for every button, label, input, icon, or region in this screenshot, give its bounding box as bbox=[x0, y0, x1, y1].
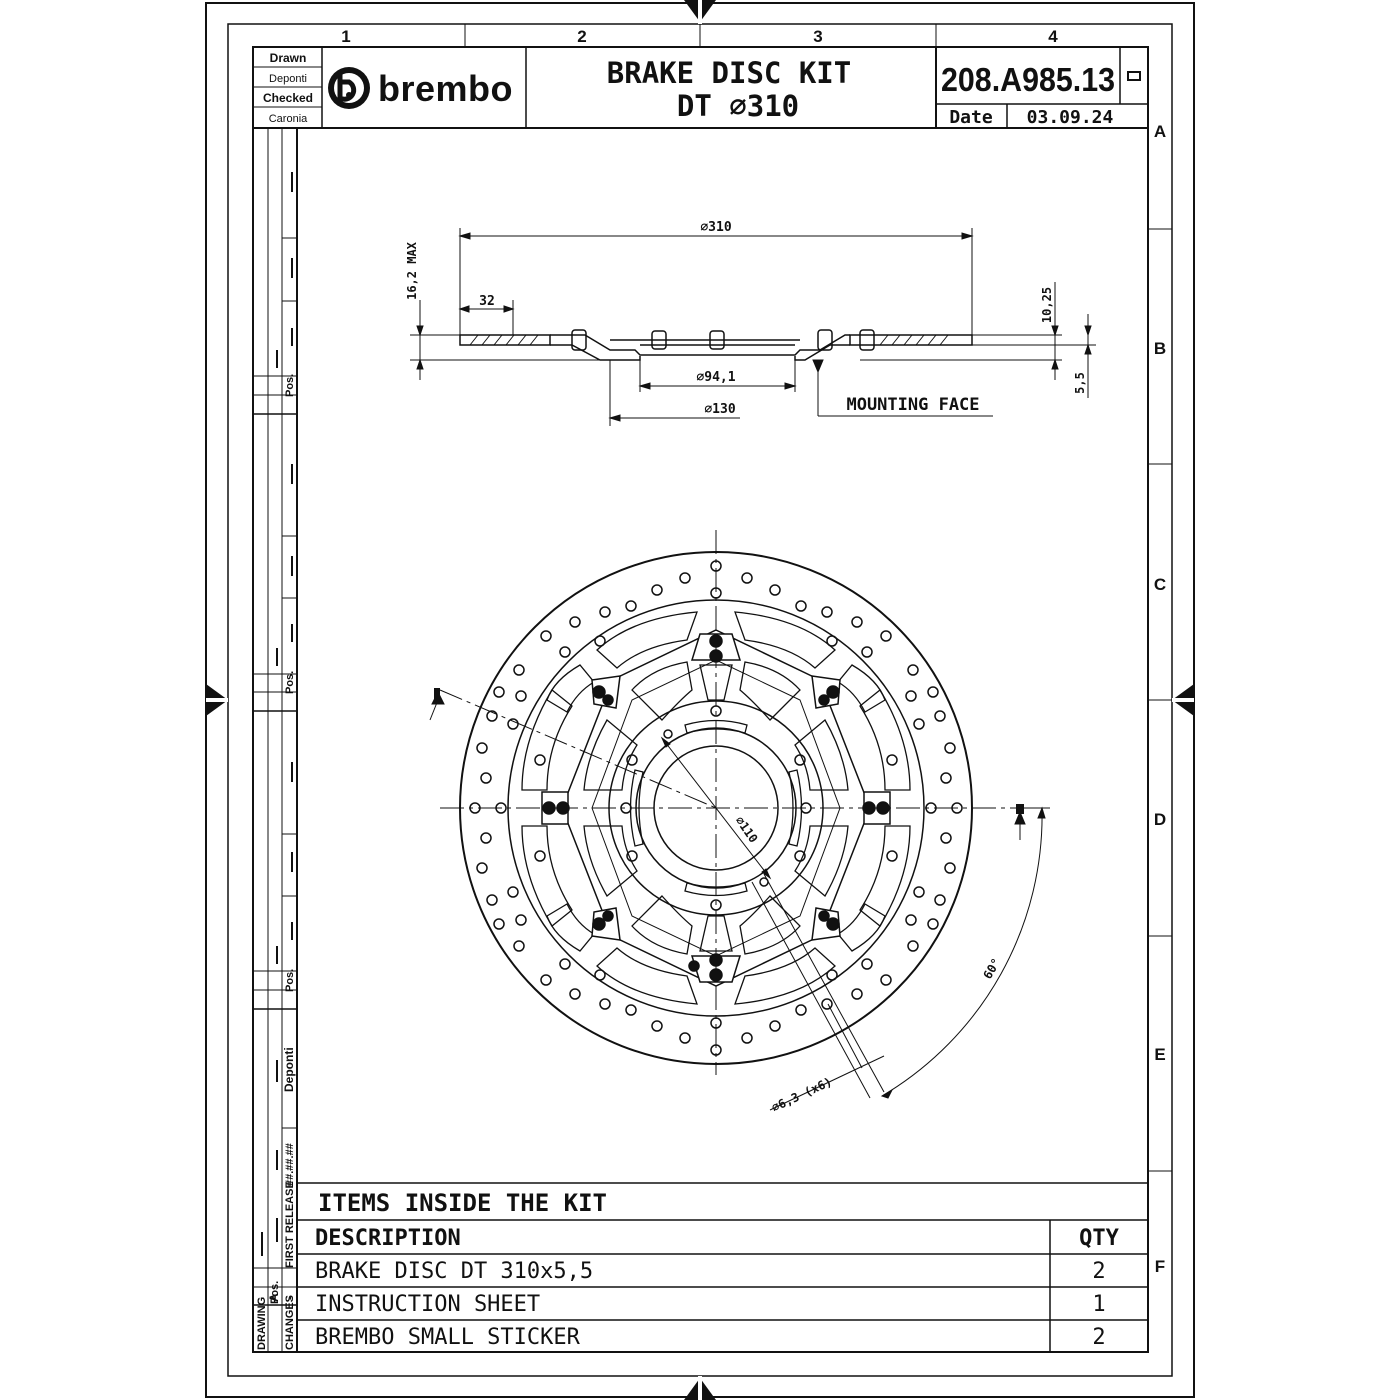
drilling-holes bbox=[469, 560, 963, 1056]
revision-strip bbox=[253, 128, 298, 1352]
title-line-2: DT ∅310 bbox=[677, 89, 799, 123]
zone-col-2: 2 bbox=[577, 27, 586, 46]
drawing-changes-2: CHANGES bbox=[284, 1295, 296, 1350]
strip-dash: - bbox=[284, 1296, 296, 1300]
kit-row-description: BREMBO SMALL STICKER bbox=[315, 1325, 581, 1350]
kit-col-qty: QTY bbox=[1079, 1226, 1119, 1251]
centering-marks bbox=[206, 0, 1194, 1400]
front-view-dimension-lines bbox=[429, 530, 1050, 1111]
checked-label: Checked bbox=[263, 91, 313, 105]
dim-band-width: 32 bbox=[479, 294, 495, 309]
pos-label-4: Pos. bbox=[269, 1281, 281, 1304]
drawn-label: Drawn bbox=[270, 51, 307, 65]
disc-section-view bbox=[459, 329, 973, 361]
deponti-strip-label: Deponti bbox=[282, 1047, 296, 1092]
pos-label-1: Pos. bbox=[284, 374, 296, 397]
pos-a-label: A bbox=[267, 1293, 281, 1302]
section-dimension-lines bbox=[410, 228, 1096, 426]
dim-holes: ∅6,3 (x6) bbox=[769, 1075, 834, 1115]
kit-row-qty: 1 bbox=[1092, 1292, 1105, 1317]
zone-row-b: B bbox=[1154, 339, 1166, 358]
kit-table bbox=[297, 1182, 1148, 1352]
zone-row-a: A bbox=[1154, 122, 1166, 141]
kit-row-qty: 2 bbox=[1092, 1259, 1105, 1284]
dim-flange-diameter: ∅130 bbox=[704, 402, 735, 417]
dim-inner-diameter: ∅94,1 bbox=[696, 370, 735, 385]
kit-row-qty: 2 bbox=[1092, 1325, 1105, 1350]
zone-col-1: 1 bbox=[341, 27, 350, 46]
zone-col-4: 4 bbox=[1048, 27, 1058, 46]
dim-max-thickness: 16,2 MAX bbox=[405, 241, 419, 300]
zone-row-f: F bbox=[1155, 1257, 1165, 1276]
first-release-label: FIRST RELEASE bbox=[284, 1181, 296, 1268]
date-label: Date bbox=[949, 107, 993, 128]
drawn-name: Deponti bbox=[269, 73, 307, 85]
revision-strip-dots bbox=[261, 172, 293, 1256]
dim-angle: 60° bbox=[980, 956, 1003, 982]
revision-box bbox=[1127, 71, 1141, 81]
dim-thickness: 5,5 bbox=[1073, 372, 1087, 394]
mounting-face-label: MOUNTING FACE bbox=[846, 395, 979, 415]
title-line-1: BRAKE DISC KIT bbox=[607, 56, 851, 90]
dim-outer-diameter: ∅310 bbox=[700, 220, 731, 235]
zone-col-3: 3 bbox=[813, 27, 822, 46]
checked-name: Caronia bbox=[269, 113, 308, 125]
dim-offset: 10,25 bbox=[1040, 287, 1054, 323]
zone-columns bbox=[464, 24, 937, 47]
kit-col-description: DESCRIPTION bbox=[315, 1226, 461, 1251]
zone-row-d: D bbox=[1154, 810, 1166, 829]
drawing-number: 208.A985.13 bbox=[941, 61, 1115, 98]
pos-label-2: Pos. bbox=[284, 671, 296, 694]
date-value: 03.09.24 bbox=[1027, 107, 1114, 128]
zone-row-c: C bbox=[1154, 575, 1166, 594]
zone-row-e: E bbox=[1154, 1045, 1165, 1064]
section-cut-markers bbox=[434, 688, 1024, 814]
sheet-border bbox=[205, 2, 1195, 1398]
zone-rows bbox=[1148, 228, 1172, 1172]
drawing-changes-1: DRAWING bbox=[256, 1297, 268, 1350]
title-block bbox=[253, 47, 1148, 129]
dim-bolt-circle: ∅110 bbox=[733, 814, 761, 846]
kit-row-description: BRAKE DISC DT 310x5,5 bbox=[315, 1259, 593, 1284]
release-date: ##.##.## bbox=[284, 1143, 296, 1186]
brand-name: brembo bbox=[378, 68, 513, 109]
kit-row-description: INSTRUCTION SHEET bbox=[315, 1292, 540, 1317]
kit-heading: ITEMS INSIDE THE KIT bbox=[318, 1189, 607, 1217]
pos-label-3: Pos. bbox=[284, 969, 296, 992]
brembo-logo-icon bbox=[328, 67, 370, 109]
drawing-area-border bbox=[252, 46, 1149, 1353]
